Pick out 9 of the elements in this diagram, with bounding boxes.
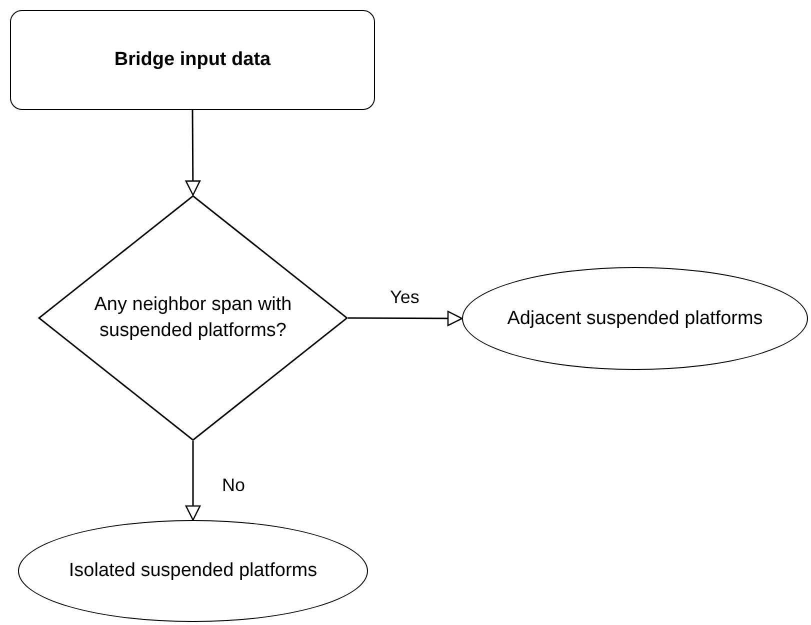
arrow [185,441,201,521]
node-text: Bridge input data [114,48,271,72]
node-text: Isolated suspended platforms [68,559,318,583]
process-box [10,10,375,110]
arrow [185,110,201,196]
node-text: Any neighbor span with suspended platforms? [93,293,293,343]
decision-diamond [38,195,348,441]
arrow [348,310,463,326]
node-text: Adjacent suspended platforms [507,306,763,330]
